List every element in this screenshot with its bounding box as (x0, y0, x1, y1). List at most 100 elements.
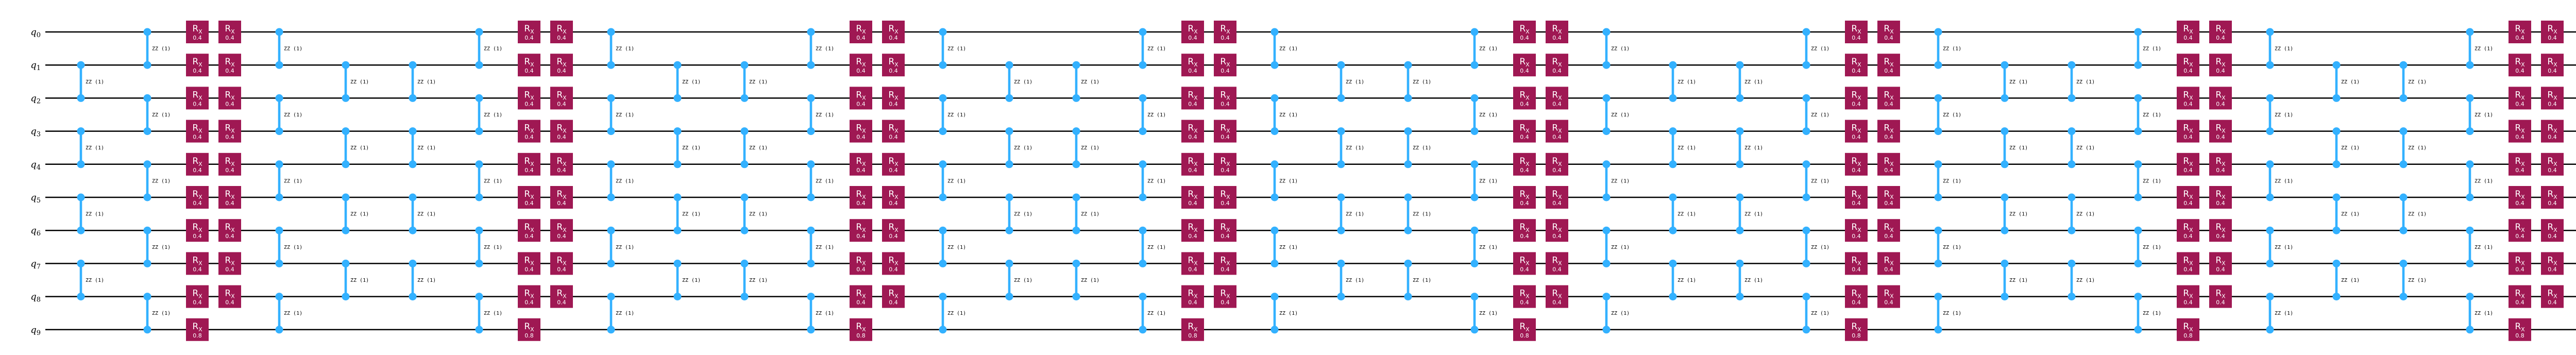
rzz-dot (2134, 259, 2142, 267)
rx-theta: 0.8 (1852, 332, 1861, 339)
rzz-label: ZZ (1) (2475, 311, 2493, 316)
qubit-label-q5: q5 (30, 192, 41, 205)
rx-theta: 0.4 (889, 266, 898, 273)
rzz-dot (1139, 226, 1147, 234)
rx-gate-q5: RX0.4 (550, 186, 573, 209)
rx-theta: 0.4 (2183, 35, 2193, 41)
rx-theta: 0.4 (1221, 299, 1230, 306)
rzz-dot (939, 326, 947, 334)
rzz-label: ZZ (1) (1744, 212, 1763, 217)
rzz-dot (475, 28, 483, 36)
rzz-dot (2134, 160, 2142, 168)
rzz-dot (1404, 94, 1412, 102)
qubit-label-q4: q4 (30, 159, 41, 172)
rzz-gate-q4-q5: ZZ (1) (143, 160, 171, 201)
rzz-dot (2466, 193, 2474, 201)
rzz-label: ZZ (1) (2408, 278, 2427, 283)
rzz-dot (2399, 226, 2408, 234)
rx-box (550, 219, 573, 242)
rzz-gate-q3-q4: ZZ (1) (1736, 127, 1763, 168)
rzz-dot (1802, 293, 1810, 301)
rzz-label: ZZ (1) (2341, 278, 2360, 283)
rzz-dot (475, 193, 483, 201)
rzz-label: ZZ (1) (616, 178, 634, 184)
rzz-dot (1669, 127, 1677, 136)
rzz-gate-q8-q9: ZZ (1) (607, 293, 634, 334)
rzz-gate-q6-q7: ZZ (1) (143, 226, 171, 267)
rzz-dot (1270, 326, 1279, 334)
rx-box (1546, 252, 1568, 275)
rx-box (2177, 219, 2199, 242)
rx-gate-q6: RX0.4 (1877, 219, 1900, 242)
rx-gate-q8: RX0.4 (1546, 285, 1568, 308)
rzz-label: ZZ (1) (1279, 46, 1298, 52)
rx-symbol: RX (2547, 156, 2557, 167)
rzz-dot (1934, 226, 1942, 234)
rx-symbol: RX (524, 24, 534, 35)
rx-symbol: RX (2547, 255, 2557, 266)
rzz-dot (1470, 226, 1479, 234)
rzz-gate-q0-q1: ZZ (1) (607, 28, 634, 69)
rx-theta: 0.4 (524, 299, 534, 306)
qubit-label-q2: q2 (30, 93, 41, 105)
rzz-dot (1602, 226, 1611, 234)
rx-theta: 0.4 (225, 67, 234, 74)
rzz-label: ZZ (1) (1014, 79, 1032, 85)
rx-theta: 0.4 (2183, 200, 2193, 207)
rx-symbol: RX (856, 57, 866, 68)
rzz-dot (1470, 293, 1479, 301)
rzz-label: ZZ (1) (1943, 311, 1961, 316)
rx-symbol: RX (2215, 156, 2226, 167)
rzz-label: ZZ (1) (1413, 278, 1431, 283)
rx-theta: 0.4 (1884, 100, 1893, 107)
rzz-dot (1802, 160, 1810, 168)
rzz-dot (1337, 259, 1345, 267)
rzz-dot (1602, 259, 1611, 267)
rzz-label: ZZ (1) (2275, 178, 2293, 184)
rzz-dot (807, 259, 815, 267)
rx-symbol: RX (1851, 322, 1861, 333)
rzz-dot (409, 259, 417, 267)
rzz-dot (673, 160, 682, 168)
rx-gate-q1: RX0.4 (2209, 54, 2232, 77)
rzz-dot (1736, 160, 1744, 168)
rzz-dot (807, 326, 815, 334)
rzz-dot (2266, 226, 2274, 234)
rzz-dot (2399, 193, 2408, 201)
rzz-dot (475, 127, 483, 136)
rx-symbol: RX (2183, 123, 2193, 134)
rx-box (850, 87, 872, 110)
rzz-dot (275, 293, 283, 301)
rx-theta: 0.4 (2216, 35, 2225, 41)
rzz-dot (607, 28, 615, 36)
rx-box (1845, 54, 1868, 77)
rzz-gate-q0-q1: ZZ (1) (275, 28, 302, 69)
rx-gate-q8: RX0.4 (882, 285, 905, 308)
rzz-dot (1404, 226, 1412, 234)
rzz-label: ZZ (1) (2275, 311, 2293, 316)
rzz-dot (2399, 61, 2408, 69)
rzz-dot (342, 259, 350, 267)
rzz-dot (2067, 226, 2076, 234)
rzz-gate-q5-q6: ZZ (1) (1404, 193, 1431, 234)
rzz-dot (673, 226, 682, 234)
rx-symbol: RX (192, 90, 202, 101)
rzz-dot (2134, 226, 2142, 234)
rx-symbol: RX (524, 90, 534, 101)
rx-symbol: RX (856, 322, 866, 333)
rzz-label: ZZ (1) (1479, 46, 1498, 52)
rzz-gate-q5-q6: ZZ (1) (2001, 193, 2028, 234)
rx-symbol: RX (192, 222, 202, 233)
rx-theta: 0.4 (2548, 100, 2557, 107)
rx-theta: 0.4 (557, 233, 566, 240)
rx-box (1845, 153, 1868, 176)
rx-theta: 0.4 (889, 134, 898, 141)
rx-symbol: RX (1552, 156, 1562, 167)
rzz-dot (673, 259, 682, 267)
rzz-label: ZZ (1) (1081, 278, 1099, 283)
rzz-dot (1470, 160, 1479, 168)
rzz-dot (740, 160, 749, 168)
rzz-label: ZZ (1) (484, 245, 502, 250)
rx-box (1546, 120, 1568, 143)
rx-symbol: RX (2515, 123, 2525, 134)
